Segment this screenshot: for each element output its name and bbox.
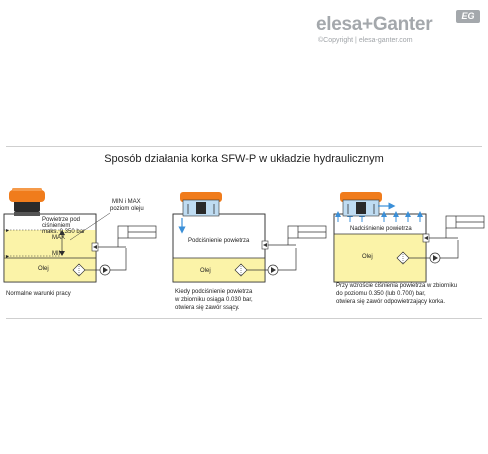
- brand-badge: EG: [456, 10, 480, 23]
- air-label-1a: Powietrze pod: [42, 217, 80, 223]
- caption-3b: do poziomu 0.350 (lub 0.700) bar,: [336, 291, 426, 297]
- oil-label-3: Olej: [362, 254, 373, 260]
- brand-right: Ganter: [372, 14, 433, 35]
- caption-3a: Przy wzroście ciśnienia powietrza w zbio…: [336, 283, 457, 289]
- check-valve-1: [91, 242, 99, 252]
- filler-cap-3: [340, 192, 382, 217]
- brand-left: elesa: [316, 14, 363, 35]
- cylinder-3: [445, 215, 485, 238]
- oil-label-2: Olej: [200, 268, 211, 274]
- caption-2c: otwiera się zawór ssący.: [175, 305, 240, 311]
- air-label-2: Podciśnienie powietrza: [188, 238, 250, 244]
- levels-label-b: poziom oleju: [110, 206, 144, 212]
- caption-2a: Kiedy podciśnienie powietrza: [175, 289, 253, 295]
- filler-cap-1: [9, 188, 45, 216]
- check-valve-3: [422, 233, 430, 243]
- top-divider: [6, 146, 482, 147]
- cylinder-1: [117, 225, 157, 247]
- panel-vacuum: Podciśnienie powietrza Olej Kiedy podciś…: [172, 192, 327, 311]
- brand-logo: elesa+Ganter EG ©Copyright | elesa-gante…: [316, 10, 484, 50]
- max-label: MAX: [52, 235, 65, 241]
- copyright-text: ©Copyright | elesa-ganter.com: [318, 37, 413, 44]
- brand-name: elesa+Ganter: [316, 14, 433, 36]
- levels-label-a: MIN i MAX: [112, 199, 141, 205]
- levels-leader: [69, 212, 111, 241]
- caption-3c: otwiera się zawór odpowietrzający korka.: [336, 299, 445, 305]
- air-label-1c: maks. 0.350 bar: [42, 229, 85, 235]
- min-marker-left: ▸: [6, 254, 9, 260]
- caption-2b: w zbiorniku osiąga 0.030 bar,: [174, 297, 253, 303]
- bottom-divider: [6, 318, 482, 319]
- air-label-3: Nadciśnienie powietrza: [350, 226, 412, 232]
- filler-cap-2: [180, 192, 222, 217]
- page-title: Sposób działania korka SFW-P w układzie …: [104, 153, 384, 165]
- check-valve-2: [261, 240, 269, 250]
- air-label-1b: ciśnieniem: [42, 223, 70, 229]
- caption-1: Normalne warunki pracy: [6, 291, 71, 297]
- oil-label-1: Olej: [38, 266, 49, 272]
- cylinder-2: [287, 225, 327, 245]
- filter-symbol-3: [396, 251, 410, 265]
- panel-overpressure: Nadciśnienie powietrza Olej Przy wzrości…: [333, 192, 485, 305]
- panel-normal: ▸ ▸ Powietrze pod ciśnieniem maks. 0.350…: [3, 188, 157, 297]
- brand-plus: +: [362, 14, 373, 35]
- min-label: MIN: [52, 251, 63, 257]
- max-marker-left: ▸: [6, 228, 9, 234]
